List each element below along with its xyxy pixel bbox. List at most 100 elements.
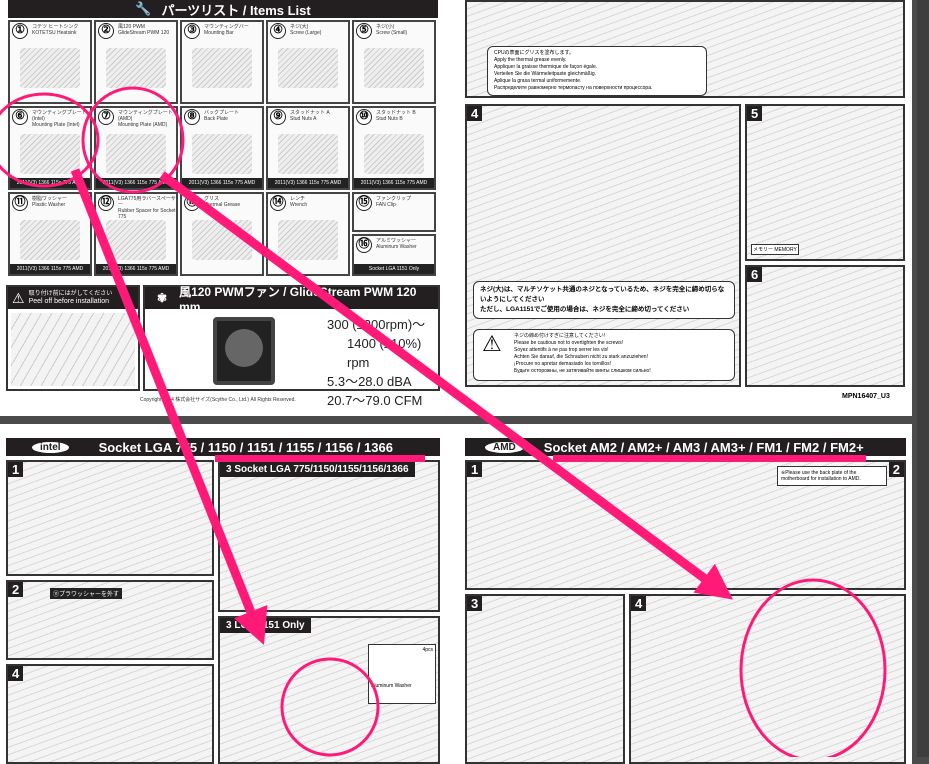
part-illustration — [106, 134, 166, 174]
part-item: ⑪ 樹脂ワッシャー Plastic Washer 2011(V3) 1366 115… — [8, 192, 92, 276]
part-label: LGA775用ラバースペーサー Rubber Spacer for Socket… — [118, 196, 176, 220]
intel-step3b-title: LGA 1151 Only — [234, 620, 305, 631]
part-illustration — [192, 48, 252, 88]
part-item: ⑬グリス Thermal Grease — [180, 192, 264, 276]
part-label: ネジ(小) Screw (Small) — [376, 24, 408, 36]
intel-header-title: Socket LGA 775 / 1150 / 1151 / 1155 / 11… — [98, 439, 393, 455]
arrow-amd-plate — [159, 171, 733, 600]
part-illustration — [192, 134, 252, 174]
intel-step3-title: Socket LGA 775/1150/1155/1156/1366 — [234, 464, 409, 475]
caution-line: Please be cautious not to overtighten th… — [514, 340, 623, 346]
part-number: ⑥ — [12, 109, 28, 125]
part-number: ⑫ — [98, 195, 114, 211]
caution-line: ネジの締め付けすぎに注意してください! — [514, 333, 606, 339]
part-illustration — [278, 48, 338, 88]
highlight-circle-item7 — [81, 86, 185, 194]
part-number: ⑯ — [356, 237, 372, 253]
part-label: ネジ(大) Screw (Large) — [290, 24, 322, 36]
washer-note: Aluminum Washer — [371, 683, 412, 689]
step-number: 1 — [467, 462, 483, 477]
grease-note: Appliquer la graisse thermique de façon … — [494, 64, 598, 70]
warning-icon: ⚠ — [12, 289, 25, 306]
step-number: 5 — [747, 106, 763, 121]
peel-warning-en: Peel off before installation — [28, 298, 109, 305]
washer-qty: 4pcs — [422, 647, 433, 653]
parts-list-title: パーツリスト / Items List — [161, 2, 311, 18]
part-number: ⑮ — [356, 195, 372, 211]
fan-icon: ✾ — [157, 291, 168, 305]
part-label: バックプレート Back Plate — [204, 110, 240, 122]
socket-tags: 2011(V3) 1366 115x 775 AMD — [10, 264, 90, 274]
socket-tags: 2011(V3) 1366 115x 775 AMD — [354, 178, 434, 188]
amd-step-3: 3 — [465, 594, 625, 764]
part-label: マウンティングバー Mounting Bar — [204, 24, 249, 36]
step-number: 3 — [467, 596, 483, 611]
part-number: ⑨ — [270, 109, 286, 125]
part-label: ファンクリップ FAN Clip — [376, 196, 412, 208]
peel-warning-jp: 取り付け前にはがしてください — [28, 291, 113, 297]
part-number: ⑪ — [12, 195, 28, 211]
step-number: 4 — [467, 106, 483, 121]
fan-airflow: 20.7〜79.0 CFM — [327, 393, 423, 408]
remove-washer-note: ⑪プラワッシャーを外す — [50, 588, 123, 599]
part-illustration — [20, 134, 80, 174]
part-number: ⑤ — [356, 23, 372, 39]
grease-note: Aplique la grasa termal uniformemente. — [494, 78, 582, 84]
caution-multilang: ⚠ ネジの締め付けすぎに注意してください! Please be cautious… — [473, 329, 735, 381]
part-number: ② — [98, 23, 114, 39]
step-number: 4 — [8, 666, 24, 681]
part-label: スタッドナット A Stud Nuts A — [290, 110, 330, 122]
highlight-circle-washers — [280, 657, 380, 757]
arrow-intel-plate — [70, 168, 268, 646]
intel-step-3: 3 Socket LGA 775/1150/1155/1156/1366 — [218, 460, 440, 612]
step-number: 6 — [747, 267, 763, 282]
peel-illustration — [11, 313, 135, 386]
memory-label: メモリー MEMORY — [751, 244, 799, 255]
step-number: 1 — [8, 462, 24, 477]
parts-list-header: 🔧 パーツリスト / Items List — [8, 0, 438, 18]
socket-tags: 2011(V3) 1366 115x 775 AMD — [182, 178, 262, 188]
caution-line: Soyez attentifs à ne pas trop serrer les… — [514, 347, 609, 353]
step-panel-4: 4 ネジ(大)は、マルチソケット共通のネジとなっているため、ネジを完全に締め切ら… — [465, 104, 741, 387]
part-number: ④ — [270, 23, 286, 39]
fan-spec-box: ✾ 風120 PWMファン / GlideStream PWM 120 mm 3… — [143, 284, 440, 408]
washer-box: 4pcs Aluminum Washer — [368, 644, 436, 704]
grease-note: Распределите равномерно термопасту на по… — [494, 85, 653, 91]
part-item: ② 風120 PWM GlideStream PWM 120 — [94, 20, 178, 104]
step-panel-6: 6 — [745, 265, 905, 387]
part-label: スタッドナット B Stud Nuts B — [376, 110, 416, 122]
grease-note: CPUの表面にグリスを塗布します。 — [494, 50, 575, 56]
highlight-circle-item6 — [0, 92, 100, 188]
manual-page-bottom: intel Socket LGA 775 / 1150 / 1151 / 115… — [0, 424, 912, 764]
part-label: アルミワッシャー Aluminum Washer — [376, 238, 417, 250]
part-label: 樹脂ワッシャー Plastic Washer — [32, 196, 68, 208]
scrollbar[interactable] — [917, 0, 929, 757]
highlight-circle-amd-plate — [739, 578, 887, 757]
manual-page-top: 🔧 パーツリスト / Items List ① コテツ ヒートシンク KOTETS… — [0, 0, 912, 416]
part-number: ① — [12, 23, 28, 39]
caution-line: Achten Sie darauf, die Schrauben nicht z… — [514, 354, 648, 360]
part-label: レンチ Wrench — [290, 196, 308, 208]
part-label: コテツ ヒートシンク KOTETSU Heatsink — [32, 24, 79, 36]
part-number: ③ — [184, 23, 200, 39]
amd-logo: AMD — [485, 441, 524, 453]
step-number: 4 — [631, 596, 647, 611]
copyright: Copyright 2014 株式会社サイズ(Scythe Co., Ltd.)… — [140, 397, 296, 403]
intel-step-1: 1 — [6, 460, 214, 576]
caution-jp: ネジ(大)は、マルチソケット共通のネジとなっているため、ネジを完全に締め切らない… — [473, 281, 735, 319]
part-item: ⑤ ネジ(小) Screw (Small) — [352, 20, 436, 104]
fan-noise: 5.3〜28.0 dBA — [327, 374, 412, 389]
peel-warning-box: ⚠ 取り付け前にはがしてください Peel off before install… — [6, 285, 140, 391]
part-illustration — [278, 220, 338, 260]
fan-header: 風120 PWMファン / GlideStream PWM 120 mm — [179, 284, 417, 314]
wrench-icon: 🔧 — [135, 1, 152, 16]
part-item: ③ マウンティングバー Mounting Bar — [180, 20, 264, 104]
underline-intel-header — [215, 455, 425, 462]
step-number: 2 — [888, 462, 904, 477]
part-label: 風120 PWM GlideStream PWM 120 — [118, 24, 170, 36]
